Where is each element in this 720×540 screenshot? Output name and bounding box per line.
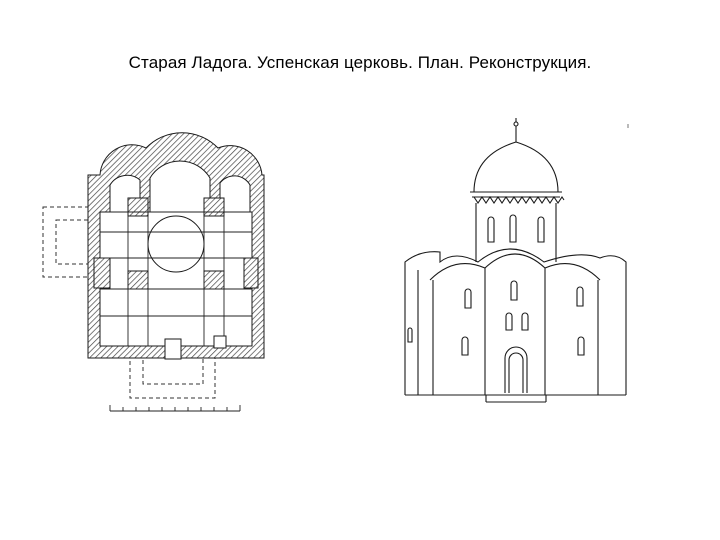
plan-stair [213, 335, 227, 349]
plan-pier [203, 270, 225, 290]
facade-elevation [404, 118, 629, 403]
plan-dome-circle [147, 215, 205, 273]
plan-pier [127, 197, 149, 217]
elevation-cupola [473, 141, 559, 193]
slide-title: Старая Ладога. Успенская церковь. План. … [128, 53, 592, 72]
plan-scale-bar [109, 405, 241, 412]
elevation-portal [504, 346, 528, 393]
elevation-cornice [473, 196, 565, 204]
elevation-drum-windows [487, 214, 545, 243]
plan-west-annex [42, 206, 94, 278]
floor-plan [42, 132, 265, 412]
plan-walls [87, 132, 265, 359]
plan-pier [93, 257, 111, 289]
plan-south-annex [129, 355, 216, 399]
plan-doorway [164, 338, 182, 360]
elevation-windows [407, 280, 585, 356]
plan-pier [243, 257, 259, 289]
plan-pier [203, 197, 225, 217]
plan-grid [100, 211, 252, 346]
elevation-body [404, 248, 627, 395]
plan-pier [127, 270, 149, 290]
